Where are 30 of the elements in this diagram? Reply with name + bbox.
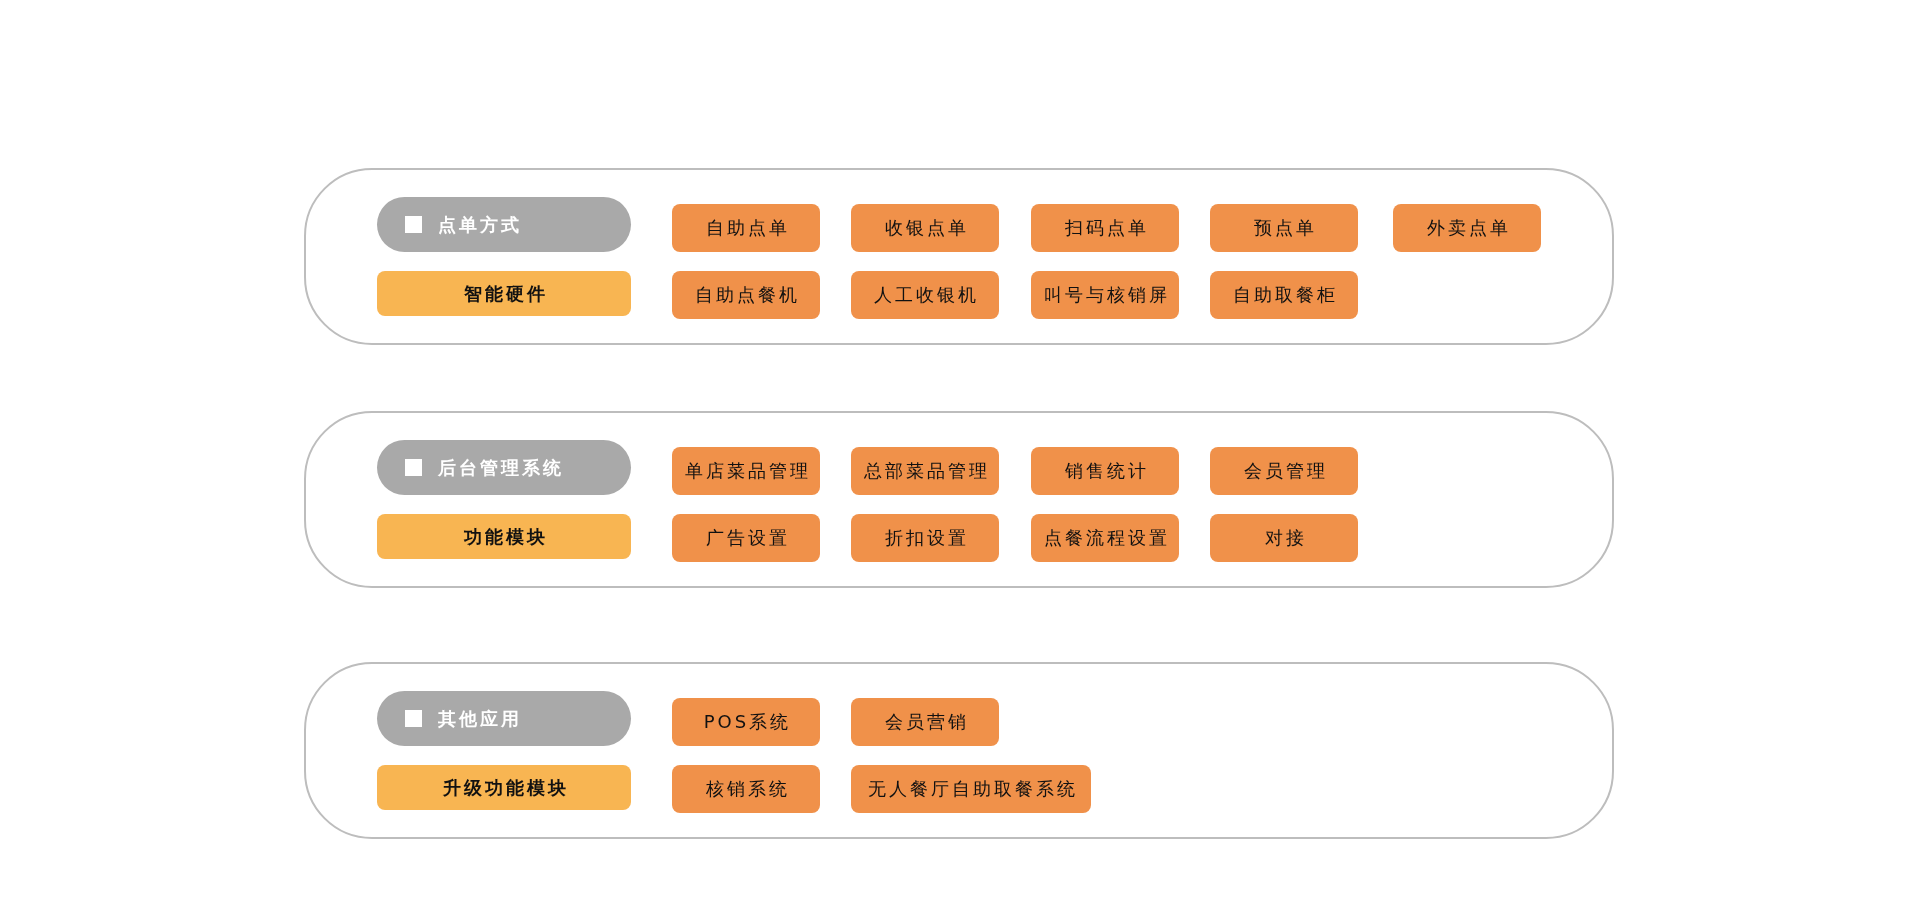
feature-tag: 会员管理: [1210, 447, 1358, 495]
feature-tag: 广告设置: [672, 514, 820, 562]
feature-tag: 外卖点单: [1393, 204, 1541, 252]
category-pill: [377, 197, 631, 252]
category-pill: [377, 440, 631, 495]
feature-tag: 会员营销: [851, 698, 999, 746]
category-pill: [377, 691, 631, 746]
section-label: 升级功能模块: [377, 765, 631, 810]
category-title: 后台管理系统: [438, 455, 564, 480]
feature-tag: POS系统: [672, 698, 820, 746]
category-title: 点单方式: [438, 212, 522, 237]
feature-tag: 销售统计: [1031, 447, 1179, 495]
feature-tag: 预点单: [1210, 204, 1358, 252]
feature-tag: 核销系统: [672, 765, 820, 813]
category-title: 其他应用: [438, 706, 522, 731]
feature-tag: 点餐流程设置: [1031, 514, 1179, 562]
feature-tag: 叫号与核销屏: [1031, 271, 1179, 319]
feature-tag: 总部菜品管理: [851, 447, 999, 495]
feature-tag: 自助点单: [672, 204, 820, 252]
feature-tag: 自助点餐机: [672, 271, 820, 319]
section-label: 智能硬件: [377, 271, 631, 316]
feature-tag: 折扣设置: [851, 514, 999, 562]
feature-tag: 收银点单: [851, 204, 999, 252]
feature-tag: 无人餐厅自助取餐系统: [851, 765, 1091, 813]
feature-tag: 人工收银机: [851, 271, 999, 319]
feature-tag: 扫码点单: [1031, 204, 1179, 252]
feature-tag: 自助取餐柜: [1210, 271, 1358, 319]
feature-tag: 对接: [1210, 514, 1358, 562]
section-label: 功能模块: [377, 514, 631, 559]
feature-tag: 单店菜品管理: [672, 447, 820, 495]
